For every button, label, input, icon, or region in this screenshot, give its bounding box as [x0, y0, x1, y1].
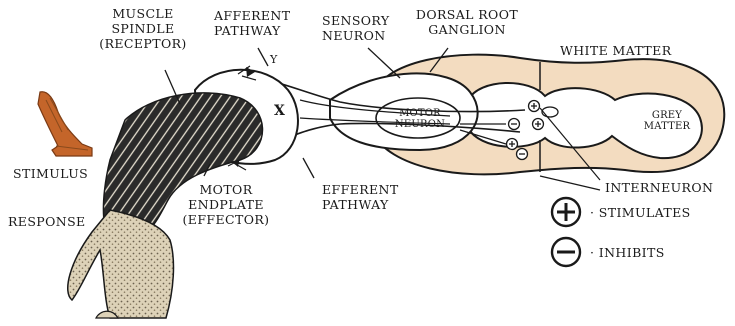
- sensory-neuron-label-line2: NEURON: [322, 28, 390, 43]
- afferent-pathway-label: AFFERENT PATHWAY: [214, 8, 291, 38]
- motor-neuron-label: MOTOR NEURON: [392, 108, 448, 130]
- motor-neuron-label-line2: NEURON: [392, 119, 448, 130]
- legend-item-stimulates: · STIMULATES: [590, 205, 691, 220]
- muscle-spindle-label-line3: (RECEPTOR): [88, 36, 198, 51]
- legend-bullet: ·: [590, 205, 599, 220]
- efferent-pathway-label-line1: EFFERENT: [322, 182, 399, 197]
- motor-endplate-label-line2: ENDPLATE: [176, 197, 276, 212]
- muscle-spindle-label: MUSCLE SPINDLE (RECEPTOR): [88, 6, 198, 51]
- motor-endplate-label: MOTOR ENDPLATE (EFFECTOR): [176, 182, 276, 227]
- legend-stimulates-text: STIMULATES: [599, 205, 691, 220]
- dorsal-root-ganglion-label-line2: GANGLION: [392, 22, 542, 37]
- sensory-neuron-label: SENSORY NEURON: [322, 13, 390, 43]
- muscle-spindle-label-line1: MUSCLE: [88, 6, 198, 21]
- efferent-pathway-label-line2: PATHWAY: [322, 197, 399, 212]
- motor-endplate-label-line3: (EFFECTOR): [176, 212, 276, 227]
- afferent-pathway-label-line1: AFFERENT: [214, 8, 291, 23]
- interneuron-label: INTERNEURON: [605, 180, 713, 195]
- legend-inhibits-text: INHIBITS: [599, 245, 665, 260]
- stimulus-label: STIMULUS: [13, 166, 88, 181]
- motor-neuron-label-line1: MOTOR: [392, 108, 448, 119]
- y-marker: Y: [270, 52, 278, 67]
- interneuron-body: [542, 107, 558, 117]
- response-label: RESPONSE: [8, 214, 86, 229]
- dorsal-root-ganglion-label: DORSAL ROOT GANGLION: [392, 7, 542, 37]
- x-marker: X: [274, 104, 285, 119]
- dorsal-root-ganglion-label-line1: DORSAL ROOT: [392, 7, 542, 22]
- grey-matter-label: GREY MATTER: [640, 110, 694, 132]
- afferent-pathway-label-line2: PATHWAY: [214, 23, 291, 38]
- stimulus-tissue: [38, 92, 92, 156]
- grey-matter-label-line1: GREY: [640, 110, 694, 121]
- sensory-neuron-label-line1: SENSORY: [322, 13, 390, 28]
- legend-bullet: ·: [590, 245, 599, 260]
- muscle-spindle-label-line2: SPINDLE: [88, 21, 198, 36]
- motor-endplate-label-line1: MOTOR: [176, 182, 276, 197]
- legend-symbols: [552, 198, 580, 266]
- white-matter-label: WHITE MATTER: [560, 43, 672, 58]
- grey-matter-label-line2: MATTER: [640, 121, 694, 132]
- legend-item-inhibits: · INHIBITS: [590, 245, 665, 260]
- efferent-pathway-label: EFFERENT PATHWAY: [322, 182, 399, 212]
